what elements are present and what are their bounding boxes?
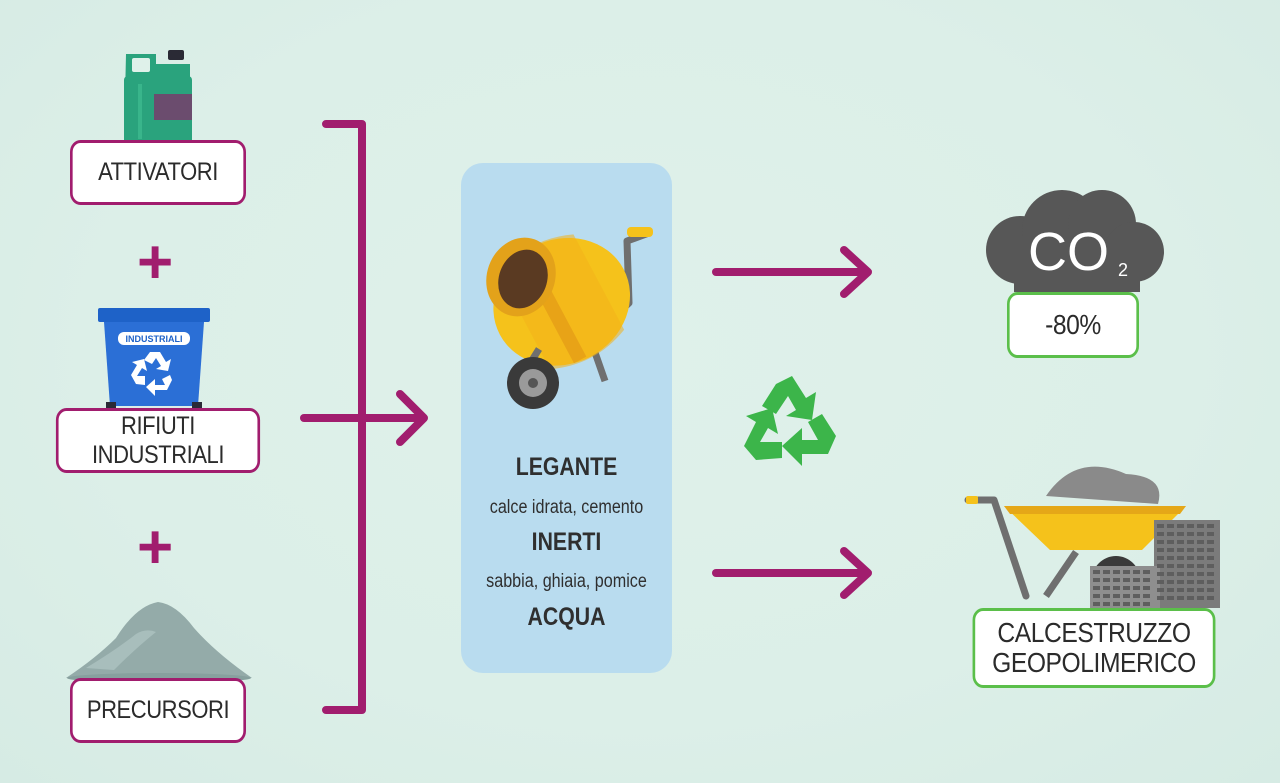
bin-label-text: INDUSTRIALI: [126, 334, 183, 344]
recycle-bin-icon: INDUSTRIALI: [98, 308, 210, 412]
arrow-to-co2: [712, 246, 872, 298]
arrow-to-product: [712, 547, 872, 599]
rifiuti-label: RIFIUTI INDUSTRIALI: [55, 408, 261, 473]
input-bracket: [300, 120, 428, 714]
plus-sign-2: +: [137, 513, 174, 582]
acqua-title: ACQUA: [527, 603, 606, 631]
legante-items: calce idrata, cemento: [489, 497, 644, 518]
recycle-icon: [744, 376, 836, 466]
co2-symbol-text: CO: [1028, 222, 1109, 282]
inerti-title: INERTI: [531, 528, 602, 556]
plus-sign-1: +: [137, 228, 174, 297]
cement-mixer-icon: [486, 227, 653, 409]
precursori-text: PRECURSORI: [86, 696, 230, 724]
bricks-icon: [1090, 520, 1220, 608]
powder-pile-icon: [66, 602, 252, 683]
attivatori-text: ATTIVATORI: [98, 158, 218, 186]
legante-title: LEGANTE: [515, 453, 618, 481]
product-line2: GEOPOLIMERICO: [992, 647, 1196, 678]
co2-cloud-icon: CO 2: [986, 190, 1164, 292]
precursori-label: PRECURSORI: [70, 678, 246, 743]
co2-reduction-label: -80%: [1007, 292, 1139, 358]
mix-panel: LEGANTE calce idrata, cemento INERTI sab…: [461, 163, 672, 673]
attivatori-label: ATTIVATORI: [70, 140, 246, 205]
co2-subscript-text: 2: [1118, 260, 1128, 280]
product-label: CALCESTRUZZO GEOPOLIMERICO: [972, 608, 1216, 688]
rifiuti-text: RIFIUTI INDUSTRIALI: [91, 411, 225, 469]
product-line1: CALCESTRUZZO: [997, 617, 1191, 648]
canister-icon: [124, 50, 192, 144]
inerti-items: sabbia, ghiaia, pomice: [486, 571, 647, 592]
co2-reduction-text: -80%: [1045, 309, 1101, 340]
